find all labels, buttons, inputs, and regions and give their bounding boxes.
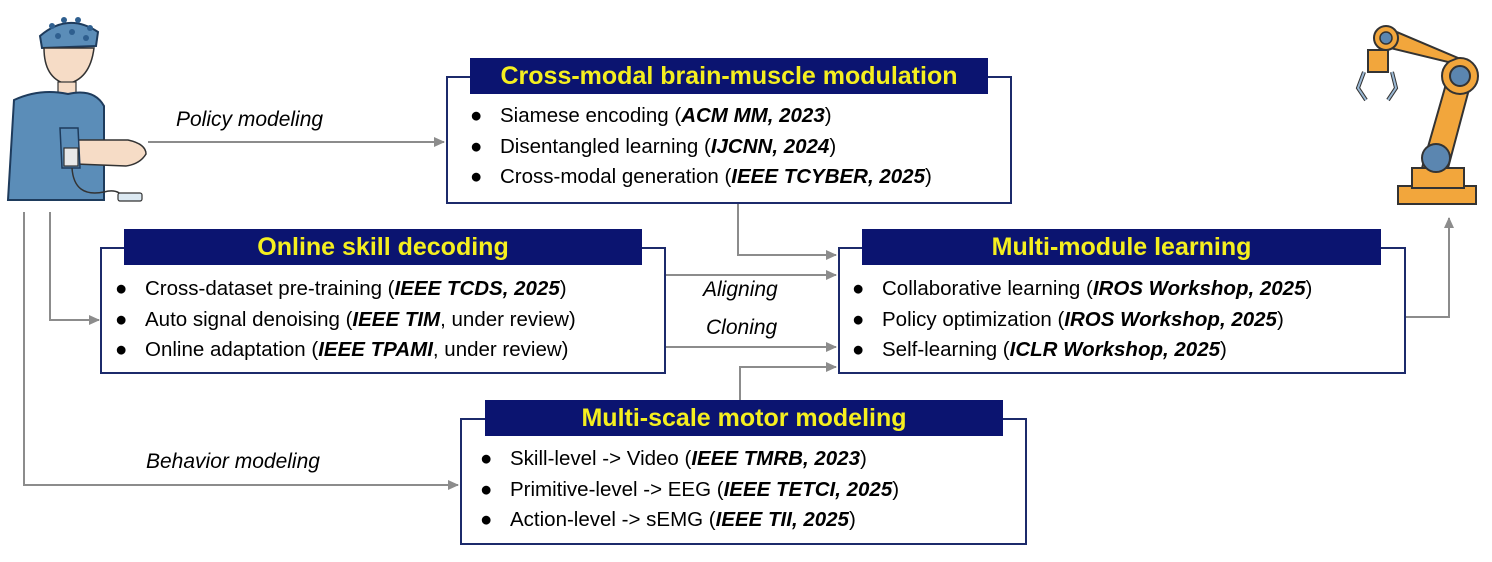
brain-muscle-modulation-list: ●Siamese encoding (ACM MM, 2023) ●Disent… xyxy=(470,101,932,193)
brain-muscle-modulation-title: Cross-modal brain-muscle modulation xyxy=(470,58,988,94)
multi-module-learning-list: ●Collaborative learning (IROS Workshop, … xyxy=(852,274,1312,366)
list-item: ●Online adaptation (IEEE TPAMI, under re… xyxy=(115,338,569,361)
multi-scale-motor-modeling-module xyxy=(460,418,1027,545)
list-item: ●Cross-modal generation (IEEE TCYBER, 20… xyxy=(470,165,932,188)
cloning-label: Cloning xyxy=(706,316,778,339)
arrow-human-to-skill-decoding xyxy=(49,212,100,325)
robot-arm-icon xyxy=(1355,25,1479,205)
arrow-brain-muscle-to-multi-module xyxy=(737,203,837,260)
arrow-motor-to-multi-module xyxy=(739,362,837,400)
list-item: ●Auto signal denoising (IEEE TIM, under … xyxy=(115,307,576,331)
list-item: ●Collaborative learning (IROS Workshop, … xyxy=(852,277,1313,300)
policy-modeling-label: Policy modeling xyxy=(176,108,324,131)
list-item: ●Cross-dataset pre-training (IEEE TCDS, … xyxy=(115,277,567,300)
list-item: ●Action-level -> sEMG (IEEE TII, 2025) xyxy=(480,508,856,531)
aligning-label: Aligning xyxy=(703,278,778,301)
arrow-multi-module-to-robot xyxy=(1406,217,1454,318)
list-item: ●Siamese encoding (ACM MM, 2023) xyxy=(470,104,832,127)
online-skill-decoding-list: ●Cross-dataset pre-training (IEEE TCDS, … xyxy=(115,274,576,366)
list-item: ●Skill-level -> Video (IEEE TMRB, 2023) xyxy=(480,447,867,470)
person-with-eeg-cap-icon xyxy=(6,17,147,202)
arrow-behavior-modeling xyxy=(23,212,459,490)
list-item: ●Self-learning (ICLR Workshop, 2025) xyxy=(852,338,1227,361)
behavior-modeling-label: Behavior modeling xyxy=(146,450,320,473)
list-item: ●Primitive-level -> EEG (IEEE TETCI, 202… xyxy=(480,477,900,501)
multi-module-learning-title: Multi-module learning xyxy=(862,229,1381,265)
online-skill-decoding-title: Online skill decoding xyxy=(124,229,642,265)
list-item: ●Policy optimization (IROS Workshop, 202… xyxy=(852,307,1284,331)
multi-scale-motor-modeling-title: Multi-scale motor modeling xyxy=(485,400,1003,436)
multi-scale-motor-modeling-list: ●Skill-level -> Video (IEEE TMRB, 2023) … xyxy=(480,444,899,536)
list-item: ●Disentangled learning (IJCNN, 2024) xyxy=(470,134,837,158)
